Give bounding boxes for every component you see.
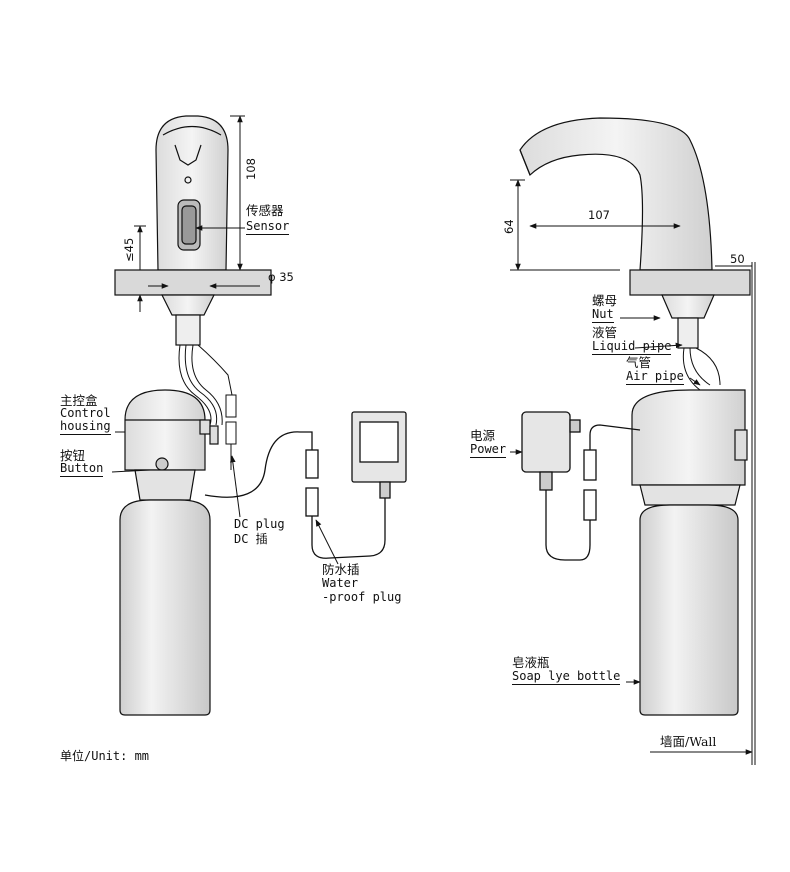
left-wiring: [204, 431, 386, 559]
power-label-cn: 电源: [470, 428, 496, 443]
right-countertop: [629, 269, 751, 349]
left-countertop: [114, 269, 272, 346]
power-label-en: Power: [470, 442, 507, 458]
waterproof-label-cn: 防水插: [322, 562, 360, 577]
units-note: 单位/Unit: mm: [60, 749, 150, 763]
left-power-adapter: [351, 411, 407, 499]
bottle-label-en: Soap lye bottle: [512, 669, 621, 685]
leader-lines: [111, 315, 753, 755]
left-height-dim: 108: [244, 158, 258, 180]
wall-label: 墙面/Wall: [660, 734, 717, 749]
control-label-en2: housing: [60, 419, 111, 435]
nut-label-cn: 螺母: [592, 293, 618, 308]
button-label-en: Button: [60, 461, 104, 477]
left-control-housing: [124, 389, 219, 501]
button-label-cn: 按钮: [60, 448, 86, 463]
left-sensor-dispenser: [155, 115, 229, 271]
right-height-dim: 64: [502, 219, 516, 234]
air-pipe-label-en: Air pipe: [626, 369, 684, 385]
liquid-pipe-label-en: Liquid pipe: [592, 339, 672, 355]
right-dimensions: [510, 179, 756, 765]
right-power-adapter: [521, 411, 581, 491]
right-soap-bottle: [639, 504, 739, 716]
right-wall-dim: 50: [730, 252, 745, 266]
right-wiring: [545, 424, 641, 561]
left-tubes: [178, 344, 237, 470]
left-hole-dim: φ 35: [268, 270, 294, 284]
right-reach-dim: 107: [588, 208, 610, 222]
right-faucet: [519, 117, 713, 271]
nut-label-en: Nut: [592, 307, 614, 323]
control-label-en1: Control: [60, 406, 111, 420]
left-thickness-dim: ≤45: [122, 237, 136, 262]
dc-plug-label-cn: DC 插: [234, 532, 268, 546]
sensor-label-cn: 传感器: [246, 203, 284, 218]
dc-plug-label-en: DC plug: [234, 517, 285, 531]
left-dimensions: [134, 115, 260, 312]
right-control-housing: [631, 389, 748, 506]
sensor-label-en: Sensor: [246, 219, 290, 235]
liquid-pipe-label-cn: 液管: [592, 325, 618, 340]
left-soap-bottle: [119, 499, 211, 716]
control-label-cn: 主控盒: [60, 393, 98, 408]
waterproof-label-en2: -proof plug: [322, 590, 402, 604]
waterproof-label-en1: Water: [322, 576, 359, 590]
air-pipe-label-cn: 气管: [626, 355, 652, 370]
bottle-label-cn: 皂液瓶: [512, 655, 550, 670]
